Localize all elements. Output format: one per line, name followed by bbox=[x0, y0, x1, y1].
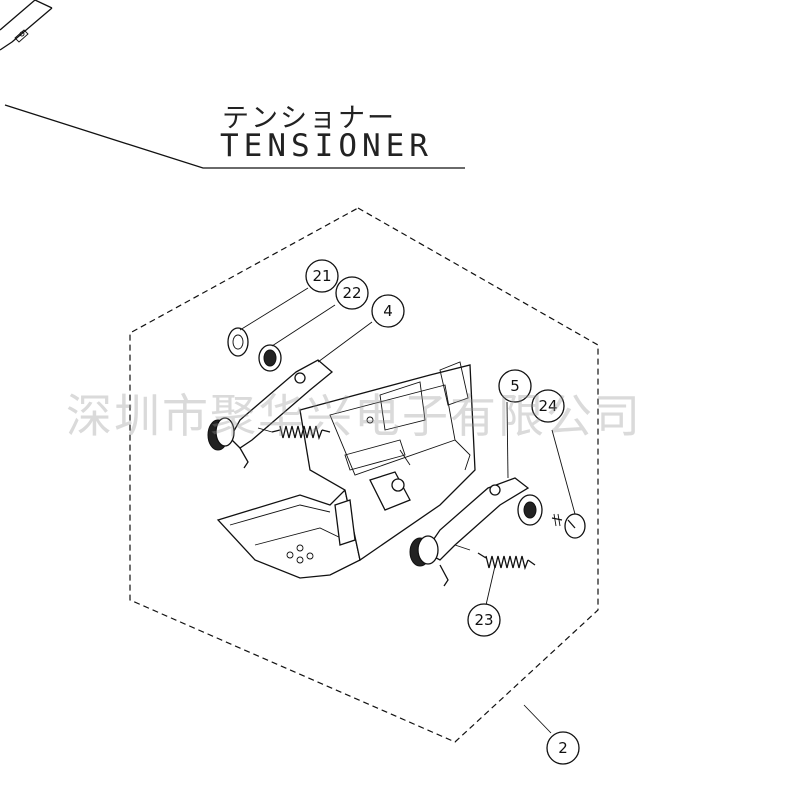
svg-text:22: 22 bbox=[342, 284, 361, 302]
leader-lines bbox=[239, 287, 576, 734]
assembly-boundary bbox=[129, 207, 599, 743]
svg-text:4: 4 bbox=[383, 302, 393, 320]
title-english: TENSIONER bbox=[220, 128, 433, 164]
svg-text:24: 24 bbox=[538, 397, 557, 415]
callout-4: 4 bbox=[371, 294, 405, 328]
callout-22: 22 bbox=[335, 276, 369, 310]
svg-text:2: 2 bbox=[558, 739, 568, 757]
svg-text:23: 23 bbox=[474, 611, 493, 629]
left-tension-arm bbox=[207, 327, 334, 469]
callout-24: 24 bbox=[531, 389, 565, 423]
svg-text:21: 21 bbox=[312, 267, 331, 285]
left-spring bbox=[271, 425, 331, 441]
callout-21: 21 bbox=[305, 259, 339, 293]
callout-5: 5 bbox=[498, 369, 532, 403]
base-bracket bbox=[216, 361, 476, 579]
title-leader-line bbox=[4, 104, 465, 169]
svg-text:5: 5 bbox=[510, 377, 520, 395]
right-tension-arm bbox=[409, 477, 586, 587]
right-spring bbox=[477, 552, 536, 571]
callout-2: 2 bbox=[546, 731, 580, 765]
title-japanese: テンショナー bbox=[222, 103, 396, 134]
callout-23: 23 bbox=[467, 603, 501, 637]
watermark-text: 深圳市聚华兴电子有限公司 bbox=[66, 389, 642, 443]
top-left-fragment bbox=[0, 0, 53, 51]
